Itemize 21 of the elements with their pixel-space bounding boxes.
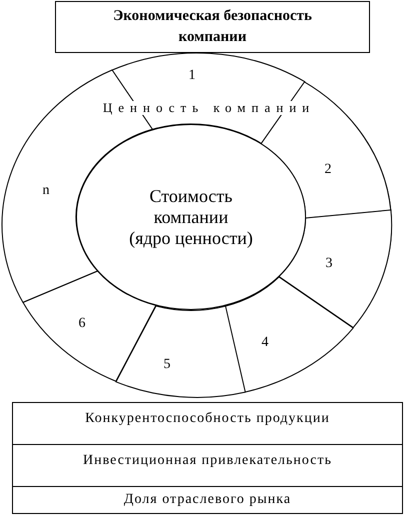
table-row [12,444,403,487]
sector-number: n [42,182,50,199]
row-text: Доля отраслевого рынка [124,491,292,509]
ring-sector [116,306,246,397]
sector-number: 1 [188,68,196,84]
row-text: Конкурентоспособность продукции [85,410,330,428]
ring-sector [22,271,156,382]
sector-number: 3 [325,256,332,272]
ring-sector [225,276,354,392]
heading-text: Экономическая безопасность компании [112,7,313,47]
sector-number: 2 [324,162,332,178]
sector-number: 5 [163,356,170,373]
sector-number: 6 [78,316,86,332]
table-row [12,486,403,514]
heading-box [55,1,370,53]
ellipse-label: Стоимость компании (ядро ценности) [129,186,253,248]
sector-number: 4 [261,334,268,351]
table-row [12,402,403,445]
outer-ellipse [2,53,392,397]
row-text: Инвестиционная привлекательность [83,452,332,470]
ring-sector [279,210,392,328]
